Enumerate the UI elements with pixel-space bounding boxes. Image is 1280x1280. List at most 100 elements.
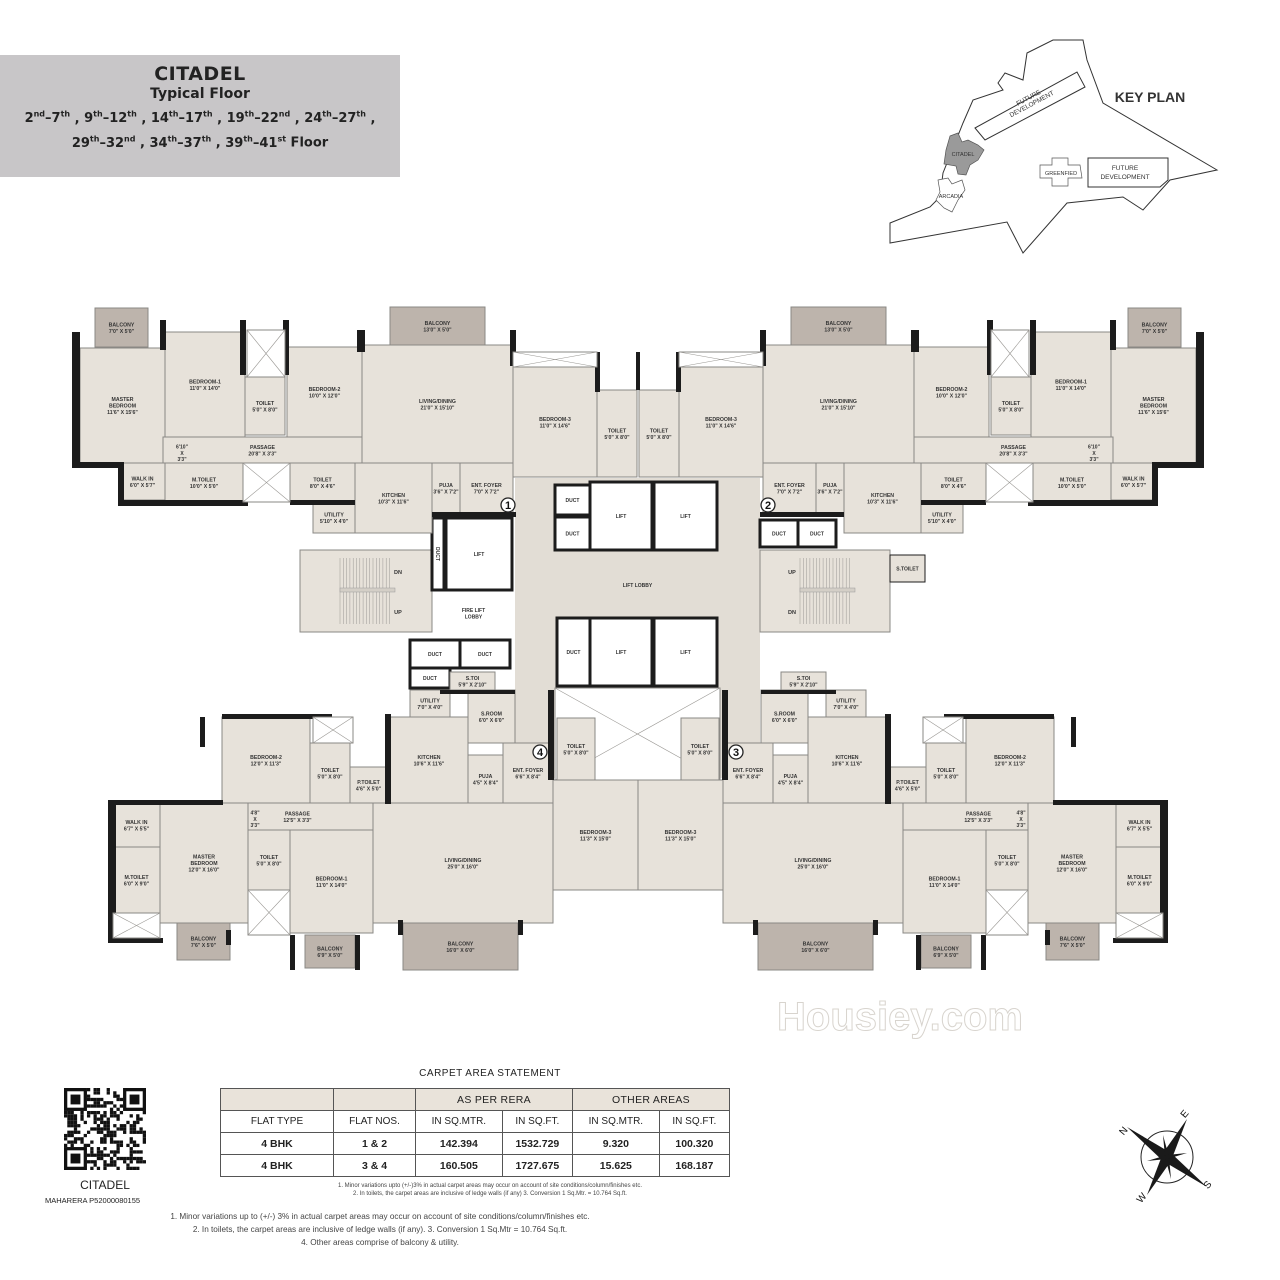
qr-module	[67, 1110, 71, 1115]
qr-module	[93, 1127, 97, 1131]
qr-module	[116, 1114, 120, 1118]
qr-module	[83, 1120, 87, 1125]
title-box: CITADEL Typical Floor 2nd–7th , 9th–12th…	[0, 55, 400, 177]
compass-letter: S	[1202, 1179, 1215, 1191]
qr-module	[96, 1088, 101, 1092]
wall	[160, 320, 166, 350]
qr-module	[109, 1133, 114, 1138]
qr-module	[119, 1104, 124, 1108]
column-header: FLAT NOS.	[333, 1110, 416, 1133]
qr-module	[106, 1124, 110, 1128]
qr-module	[106, 1127, 110, 1131]
qr-module	[73, 1137, 78, 1141]
qr-module	[139, 1150, 143, 1154]
shaft-cross	[922, 716, 964, 744]
qr-module	[116, 1094, 120, 1098]
room-kitchen	[354, 462, 433, 534]
wall	[226, 930, 231, 945]
wall	[761, 690, 836, 694]
qr-module	[96, 1091, 101, 1095]
room-bedroom-3	[512, 366, 598, 478]
qr-module	[100, 1140, 104, 1144]
table-cell: 3 & 4	[333, 1154, 416, 1177]
core-label-duct: DUCT	[566, 532, 580, 538]
qr-module	[123, 1156, 127, 1161]
qr-module	[109, 1150, 114, 1154]
room-walk-in	[112, 802, 161, 848]
wall	[108, 800, 116, 940]
qr-module	[132, 1150, 137, 1154]
qr-module	[90, 1160, 94, 1164]
qr-module	[123, 1124, 127, 1128]
qr-module	[86, 1097, 91, 1102]
qr-module	[70, 1120, 74, 1125]
wall	[1053, 800, 1168, 805]
qr-module	[106, 1088, 110, 1092]
table-cell: 100.320	[658, 1132, 731, 1155]
wall	[1030, 320, 1036, 375]
core-duct	[555, 616, 592, 688]
core-duct	[430, 516, 446, 592]
qr-module	[116, 1143, 120, 1148]
qr-module	[73, 1117, 78, 1121]
stair-up-label: UP	[788, 570, 796, 576]
wall	[355, 935, 360, 970]
wall	[885, 714, 891, 804]
qr-module	[129, 1160, 133, 1164]
qr-module	[96, 1124, 101, 1128]
qr-module	[119, 1097, 124, 1102]
qr-module	[119, 1140, 124, 1144]
wall	[944, 714, 1054, 719]
wall	[911, 330, 919, 352]
wall	[118, 462, 124, 502]
qr-module	[132, 1130, 137, 1134]
table-cell: 160.505	[415, 1154, 503, 1177]
wall	[440, 690, 515, 694]
unit-marker-number: 2	[765, 500, 771, 512]
qr-module	[109, 1140, 114, 1144]
room-master-bedroom	[1110, 347, 1197, 464]
qr-module	[86, 1110, 91, 1115]
core-label-duct: DUCT	[567, 650, 581, 656]
qr-module	[93, 1091, 97, 1095]
qr-module	[103, 1114, 107, 1118]
qr-module	[73, 1140, 78, 1144]
qr-module	[90, 1127, 94, 1131]
qr-module	[73, 1120, 78, 1125]
table-cell: OTHER AREAS	[571, 1088, 731, 1111]
qr-module	[103, 1120, 107, 1125]
qr-module	[90, 1150, 94, 1154]
qr-module	[109, 1110, 114, 1115]
qr-module	[132, 1156, 137, 1161]
qr-module	[106, 1133, 110, 1138]
key-plan-title: KEY PLAN	[1115, 89, 1186, 105]
key-plan-label-arcadia: ARCADIA	[939, 194, 964, 200]
floor-range: 19th–22nd	[226, 110, 291, 127]
core-duct	[458, 638, 512, 670]
key-plan-site-outline	[889, 39, 1219, 254]
qr-module	[109, 1137, 114, 1141]
qr-module	[90, 1166, 94, 1170]
wall	[432, 512, 516, 517]
key-plan-label: FUTURE	[1112, 165, 1139, 172]
floor-range: 9th–12th	[84, 110, 137, 127]
qr-module	[96, 1127, 101, 1131]
qr-code[interactable]	[64, 1088, 146, 1170]
qr-module	[86, 1130, 91, 1134]
staircase-left	[299, 549, 433, 633]
qr-module	[73, 1124, 78, 1128]
shaft-cross	[312, 716, 354, 744]
core-duct	[758, 518, 800, 549]
